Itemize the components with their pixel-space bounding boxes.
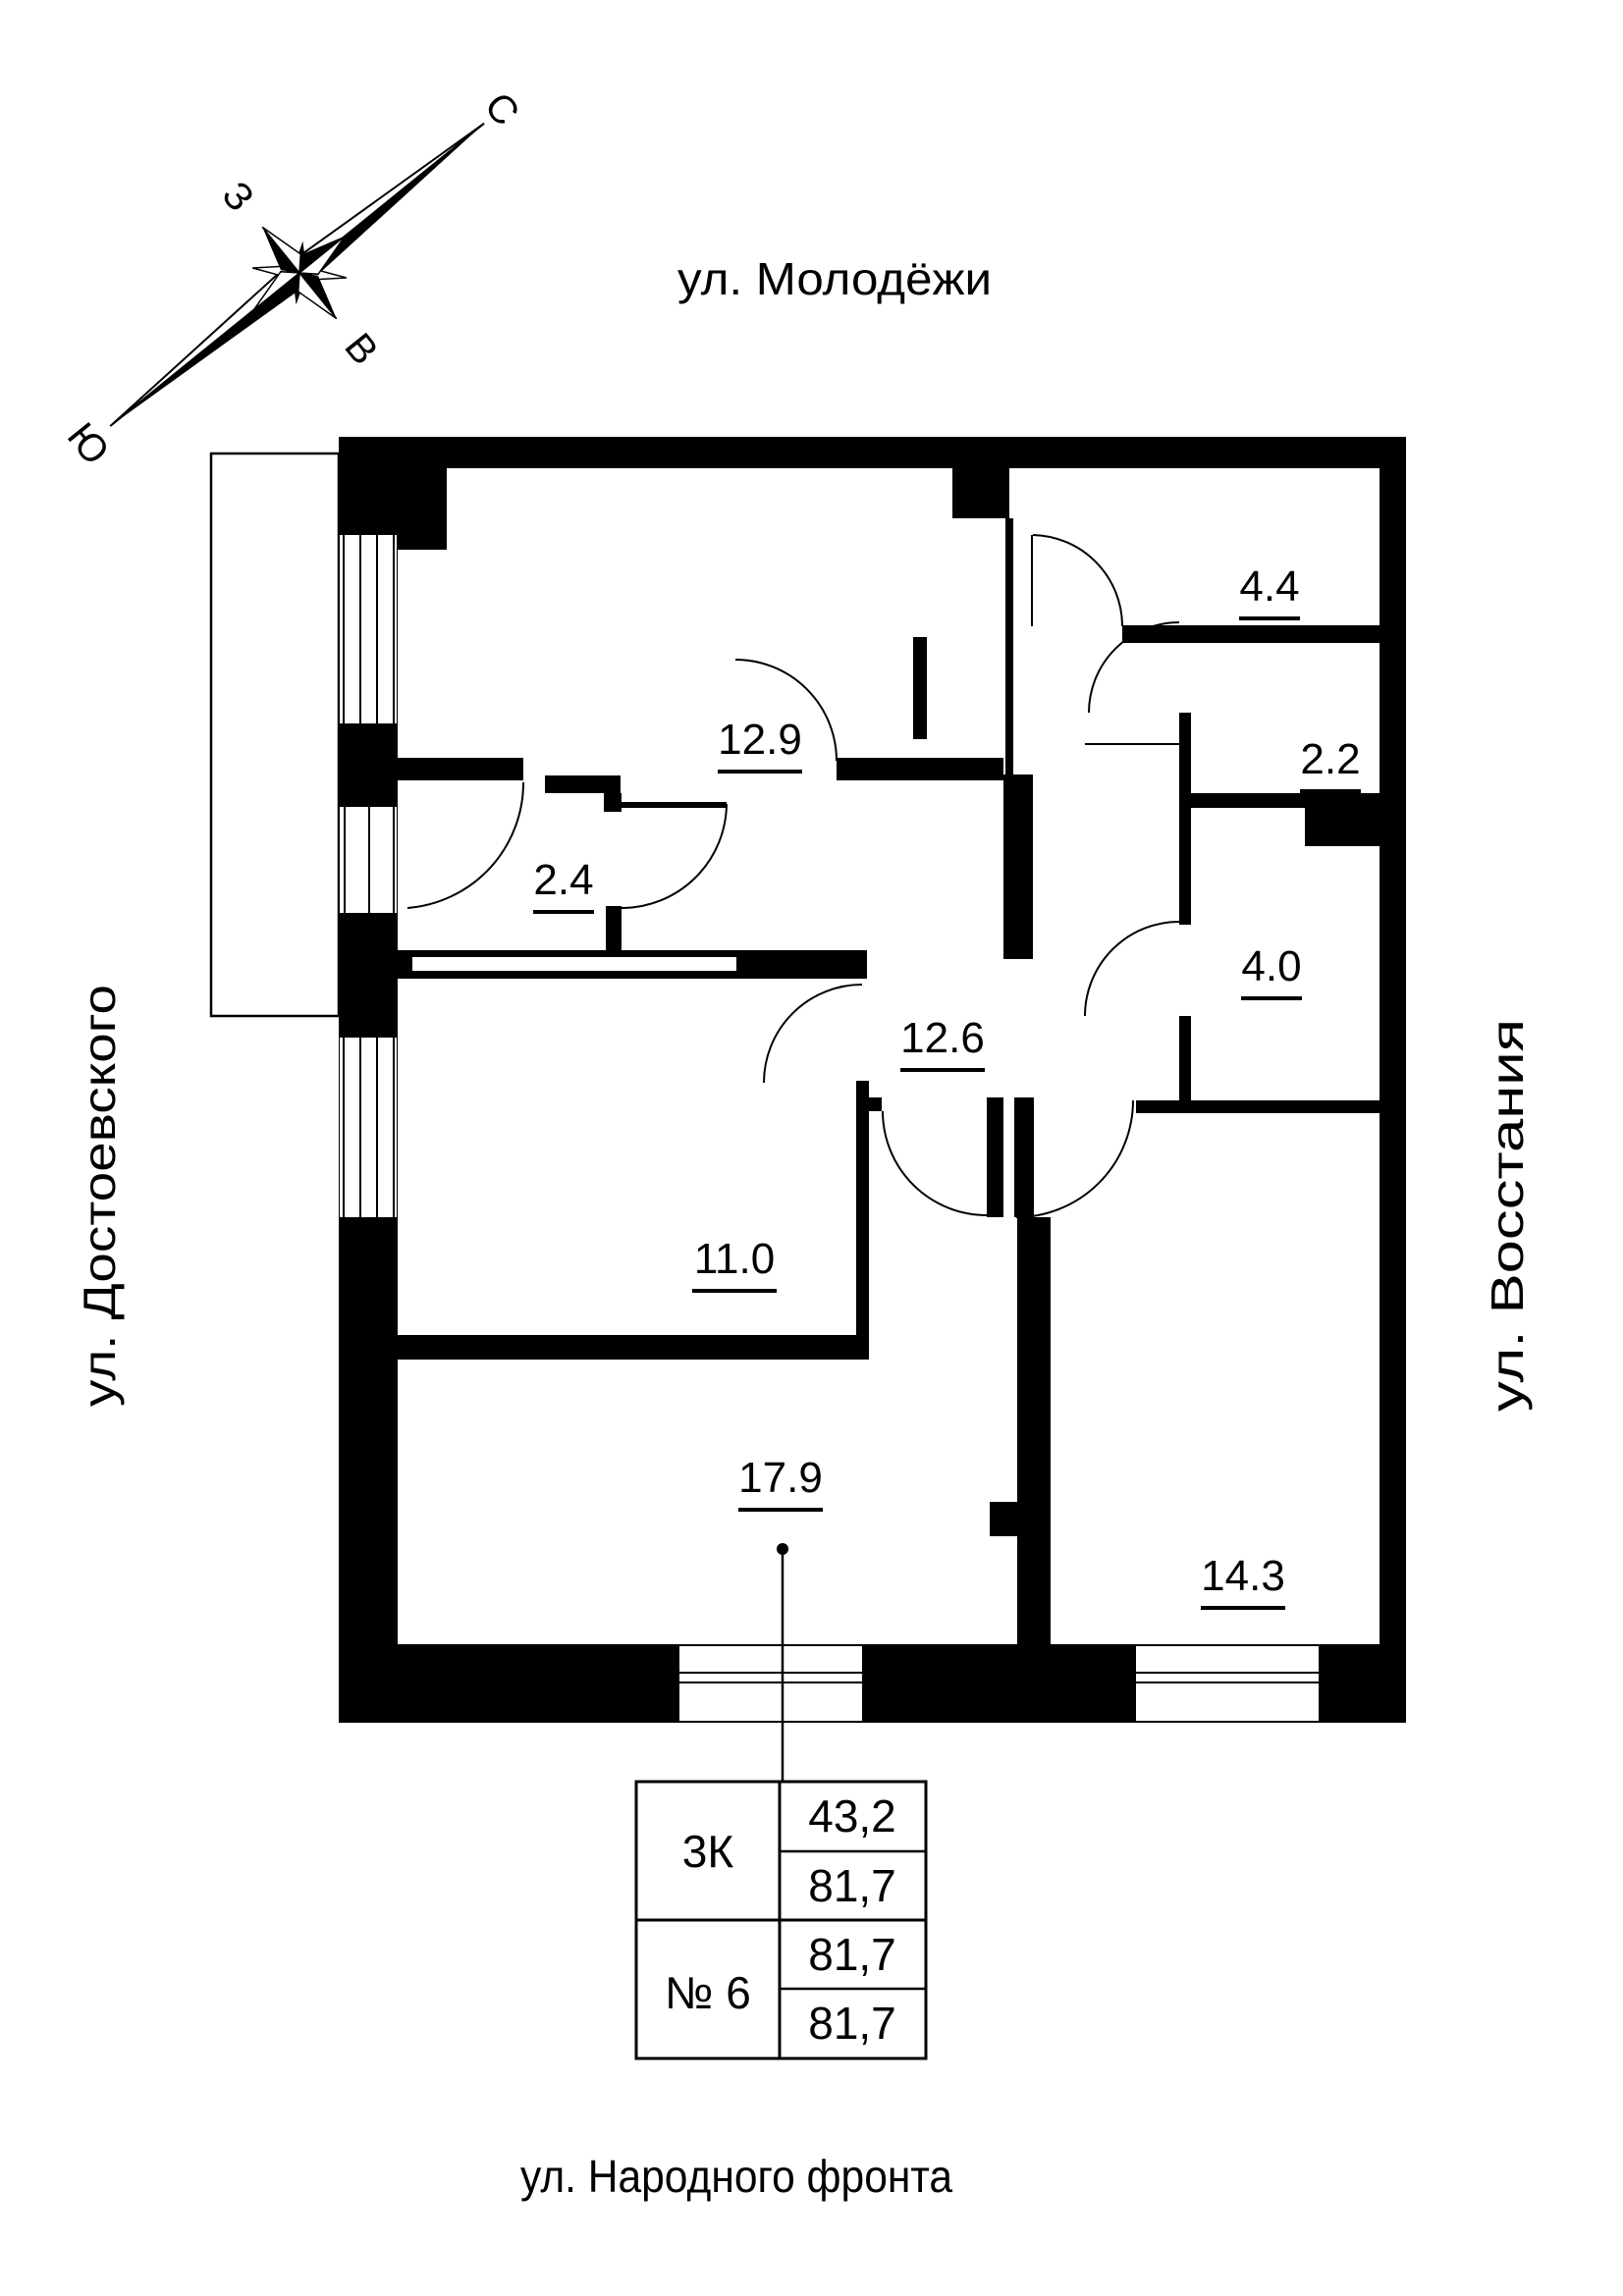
table-area-cell-1: 81,7 [808,1860,896,1911]
area-label-2-4: 2.4 [533,856,593,904]
table-type-cell: 3К [682,1826,734,1877]
door-arcs [406,534,1180,1218]
table-number-cell: № 6 [665,1967,751,2018]
door-arc-room-17-9 [882,1110,988,1216]
door-arc-hallway [621,803,728,909]
compass-west-label: З [213,174,261,219]
street-label-left: ул. Достоевского [74,985,125,1407]
table-living-area-cell: 43,2 [808,1790,896,1842]
compass-star [252,226,347,320]
room-area-labels: 12.9 2.4 12.6 11.0 17.9 14.3 4.4 2.2 4.0 [533,562,1361,1610]
area-label-12-9: 12.9 [718,716,802,764]
street-label-right: ул. Восстания [1482,1019,1533,1412]
street-label-bottom: ул. Народного фронта [520,2151,952,2202]
table-area-cell-3: 81,7 [808,1998,896,2049]
interior-walls [398,468,1406,1644]
window-bottom-2 [1134,1644,1321,1723]
street-labels: ул. Молодёжи ул. Народного фронта ул. До… [74,253,1533,2202]
area-label-14-3: 14.3 [1201,1552,1285,1600]
compass-north-label: С [476,84,527,133]
area-label-12-6: 12.6 [900,1014,985,1062]
apartment-info-table: 3К № 6 43,2 81,7 81,7 81,7 [634,1780,928,2060]
balcony-outline [209,452,341,1018]
door-arc-room-2-2 [1088,621,1180,714]
table-area-cell-2: 81,7 [808,1929,896,1980]
door-arc-room-4-4 [1032,534,1123,627]
door-arc-room-4-0 [1084,921,1180,1017]
window-left-1 [340,535,397,723]
compass-east-label: В [336,325,386,372]
area-label-2-2: 2.2 [1300,735,1360,783]
street-label-top: ул. Молодёжи [677,253,992,304]
door-arc-room-11-0 [763,984,863,1084]
area-label-11-0: 11.0 [694,1235,775,1283]
door-arc-room-14-3 [1015,1099,1134,1218]
compass-south-label: Ю [59,415,118,473]
area-label-4-4: 4.4 [1239,562,1299,611]
area-label-17-9: 17.9 [738,1454,823,1502]
window-left-2 [340,1038,397,1217]
area-label-4-0: 4.0 [1241,942,1301,990]
balcony-door-window [340,807,397,913]
door-arc-room-12-9 [734,659,838,762]
leader-line [777,1543,788,1782]
window-bottom-1 [677,1644,864,1723]
door-arc-balcony [406,781,525,909]
